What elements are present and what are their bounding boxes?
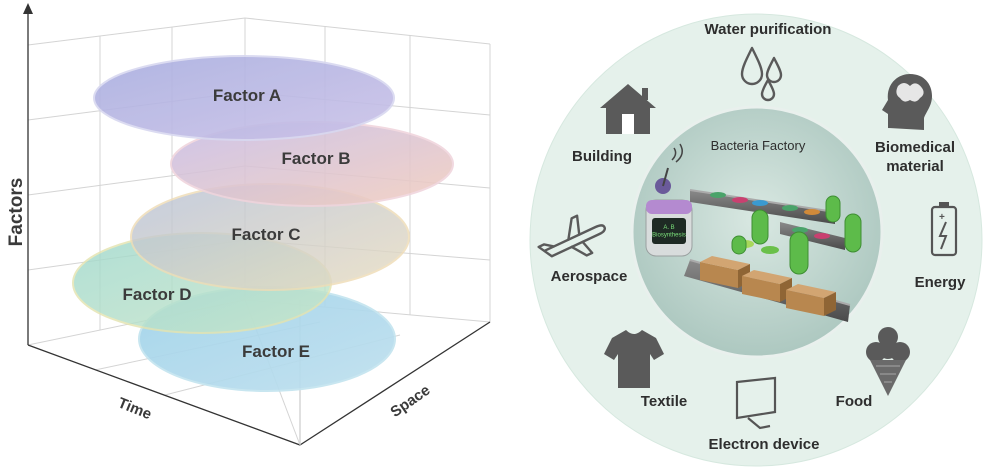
application-building: Building [572, 84, 656, 165]
disc-label: Factor B [282, 149, 351, 168]
application-label: Food [836, 393, 873, 410]
disc-factor-b: Factor B [170, 121, 454, 207]
factors-3d-plot: Factors Time Space Factor E Factor D Fac… [6, 3, 491, 446]
ice-cream-icon [866, 327, 910, 396]
axis-label-space: Space [387, 382, 433, 421]
human-head-brain-icon [882, 74, 932, 130]
product-crates [700, 256, 836, 316]
application-label: Energy [915, 274, 967, 291]
disc-factor-c: Factor C [130, 183, 410, 291]
application-electron-device: Electron device [709, 376, 820, 453]
application-label: Water purification [705, 21, 832, 38]
application-textile: Textile [604, 330, 687, 410]
airplane-icon [537, 214, 606, 258]
disc-label: Factor D [123, 285, 192, 304]
center-title: Bacteria Factory [711, 138, 806, 153]
bacteria-factory-diagram: Bacteria Factory [529, 13, 983, 467]
application-label: Electron device [709, 436, 820, 453]
axis-label-factors: Factors [6, 178, 27, 247]
application-food: Food [836, 327, 910, 410]
application-label: Building [572, 148, 632, 165]
crate [786, 284, 836, 316]
axis-label-time: Time [115, 394, 154, 423]
disc-label: Factor E [242, 342, 310, 361]
application-label: Aerospace [551, 268, 628, 285]
t-shirt-icon [604, 330, 664, 388]
vertical-axis-arrow [23, 3, 33, 14]
disc-label: Factor C [232, 225, 301, 244]
water-drops-icon [740, 46, 783, 102]
monitor-icon [735, 376, 777, 430]
disc-label: Factor A [213, 86, 281, 105]
application-energy: + Energy [915, 202, 967, 291]
application-aerospace: Aerospace [537, 214, 628, 285]
bacteria-cells [731, 195, 862, 275]
house-icon [600, 84, 656, 134]
disc-factor-a: Factor A [93, 55, 395, 141]
application-label: Textile [641, 393, 687, 410]
battery-icon: + [930, 202, 958, 257]
svg-text:+: + [939, 212, 945, 223]
application-water-purification: Water purification [705, 21, 832, 102]
